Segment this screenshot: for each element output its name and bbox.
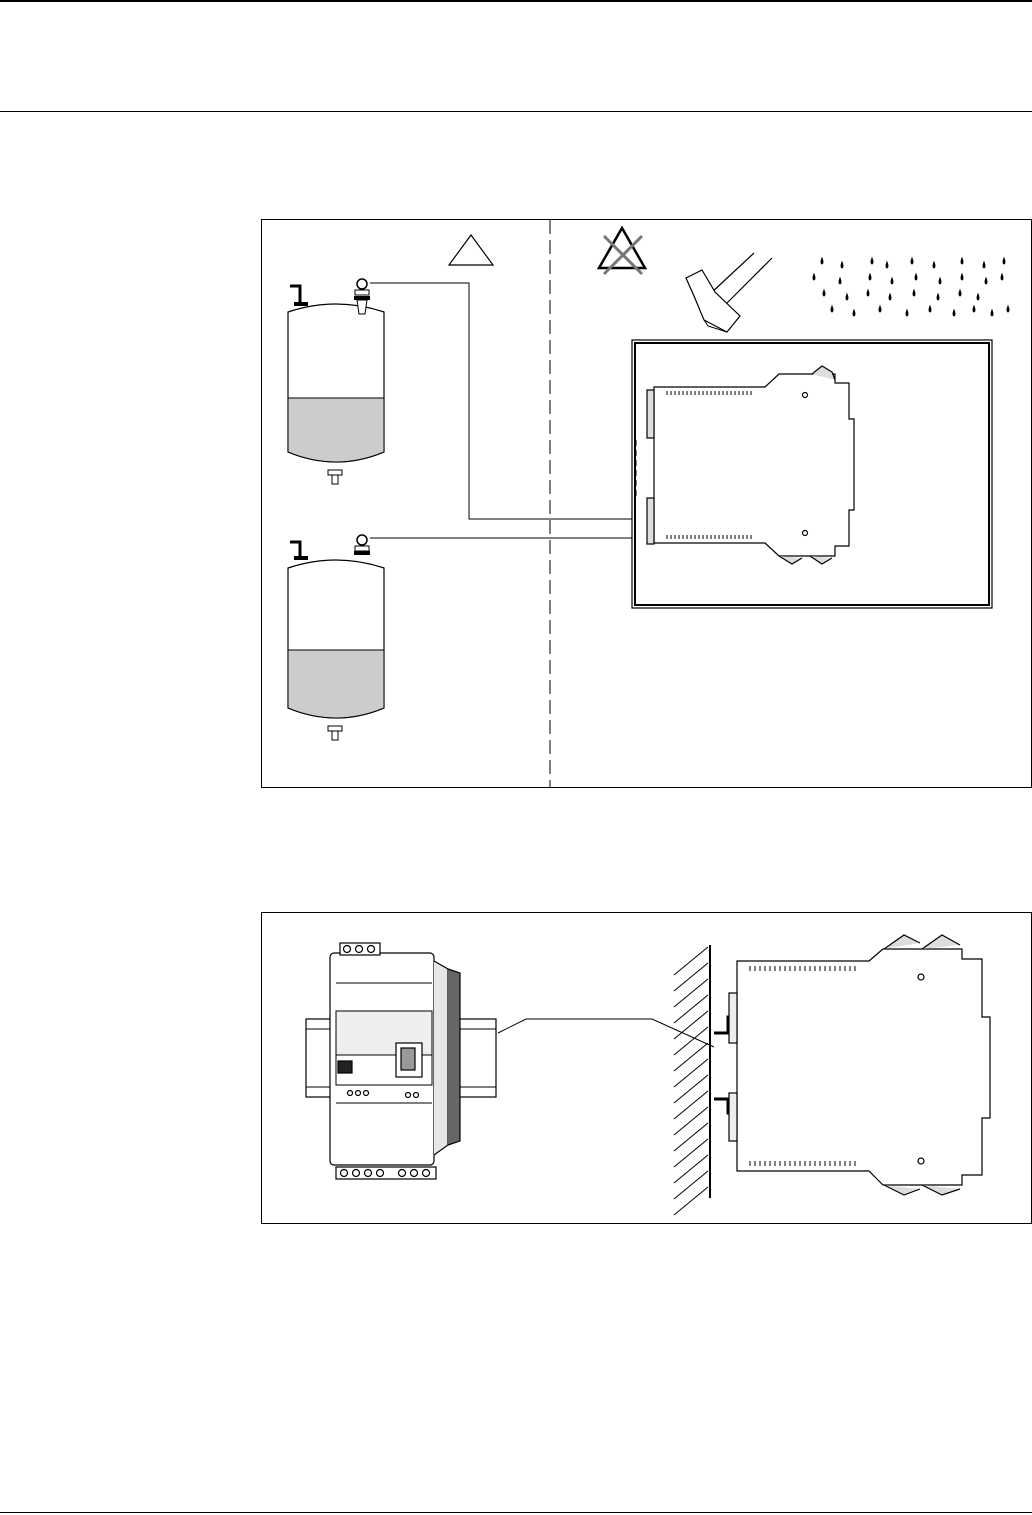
hatch-line: [674, 1123, 708, 1151]
rain-drop: [813, 274, 815, 280]
rain-drop: [937, 294, 939, 300]
hatch-line: [674, 1091, 708, 1119]
footer-rule: [0, 1512, 1032, 1513]
rain-drop: [906, 310, 908, 316]
rain-drop: [869, 274, 871, 280]
rain-drop: [879, 306, 881, 312]
rain-drop: [853, 310, 855, 316]
rain-drop: [871, 258, 873, 264]
hatch-line: [674, 947, 708, 975]
header-rule-top: [0, 0, 1032, 2]
hatch-line: [674, 963, 708, 991]
hatch-line: [674, 979, 708, 1007]
rain-drop: [839, 278, 841, 284]
header-rule: [0, 111, 1032, 112]
rain-drop: [889, 294, 891, 300]
hatch-line: [674, 995, 708, 1023]
hatch-line: [674, 1059, 708, 1087]
rain-drop: [953, 310, 955, 316]
rain-drop: [933, 262, 935, 268]
cable-upper: [370, 283, 632, 519]
rain-drop: [886, 262, 888, 268]
rain-drop: [973, 306, 975, 312]
transmitter-module-side-view: [636, 366, 854, 564]
warning-triangle-icon: [449, 235, 493, 265]
rain-drop: [985, 278, 987, 284]
rain-drop: [1001, 274, 1003, 280]
rain-drop: [977, 294, 979, 300]
rain-drop: [821, 258, 823, 264]
hatch-line: [674, 1011, 708, 1039]
hatch-line: [674, 1155, 708, 1183]
hatch-line: [674, 1043, 708, 1071]
rain-drop: [913, 290, 915, 296]
hatch-line: [674, 1107, 708, 1135]
rain-drop: [911, 258, 913, 264]
front-view-din-rail-module: [306, 943, 496, 1179]
hatch-line: [674, 1139, 708, 1167]
rain-drop: [961, 258, 963, 264]
installation-conditions-drawing: [262, 220, 1031, 787]
rain-drop: [915, 274, 917, 280]
rain-drop: [929, 306, 931, 312]
rain-drop: [959, 290, 961, 296]
rain-drops-icon: [813, 258, 1009, 316]
rain-drop: [841, 262, 843, 268]
wall-hatching: [674, 945, 710, 1215]
rain-drop: [831, 306, 833, 312]
rain-drop: [983, 262, 985, 268]
rain-drop: [1003, 258, 1005, 264]
mounting-drawing: [262, 913, 1031, 1223]
rain-drop: [939, 278, 941, 284]
hatch-line: [674, 1171, 708, 1199]
rain-drop: [823, 290, 825, 296]
hatch-line: [674, 1075, 708, 1103]
rain-drop: [991, 310, 993, 316]
sun-shade-hood-icon: [686, 253, 772, 332]
side-view-wall-mounted-module: [714, 935, 990, 1195]
rain-drop: [846, 294, 848, 300]
installation-conditions-figure: [261, 219, 1032, 788]
rain-drop: [891, 278, 893, 284]
rain-drop: [867, 290, 869, 296]
tank-upper: [288, 279, 384, 484]
rain-drop: [961, 274, 963, 280]
hatch-line: [674, 1187, 708, 1215]
crossed-ex-zone-icon: [599, 228, 645, 274]
rain-drop: [1007, 306, 1009, 312]
tank-lower: [288, 535, 384, 740]
mounting-figure: [261, 912, 1032, 1224]
